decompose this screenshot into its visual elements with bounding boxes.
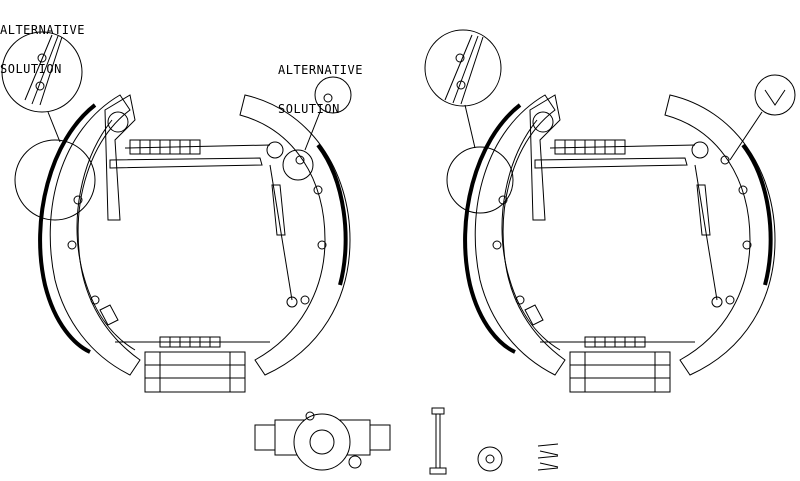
detail-circle — [314, 76, 352, 114]
detail-circle — [754, 74, 796, 116]
label-line: ALTERNATIVE — [0, 23, 85, 37]
detail-circle — [14, 139, 96, 221]
detail-circle — [1, 31, 83, 113]
brake-assembly-right — [424, 29, 796, 394]
hold-down-cup — [477, 446, 503, 472]
wheel-cylinder — [254, 411, 391, 471]
brake-assembly-left — [1, 31, 353, 394]
hold-down-spring — [537, 443, 559, 471]
hold-down-pin — [429, 407, 447, 475]
detail-circle — [446, 146, 514, 214]
callout-label-left: ALTERNATIVE SOLUTION — [0, 0, 85, 89]
label-line: ALTERNATIVE — [278, 63, 363, 77]
detail-circle — [424, 29, 502, 107]
label-line: SOLUTION — [0, 62, 62, 76]
callout-label-middle: ALTERNATIVE SOLUTION — [278, 38, 363, 129]
label-line: SOLUTION — [278, 102, 340, 116]
